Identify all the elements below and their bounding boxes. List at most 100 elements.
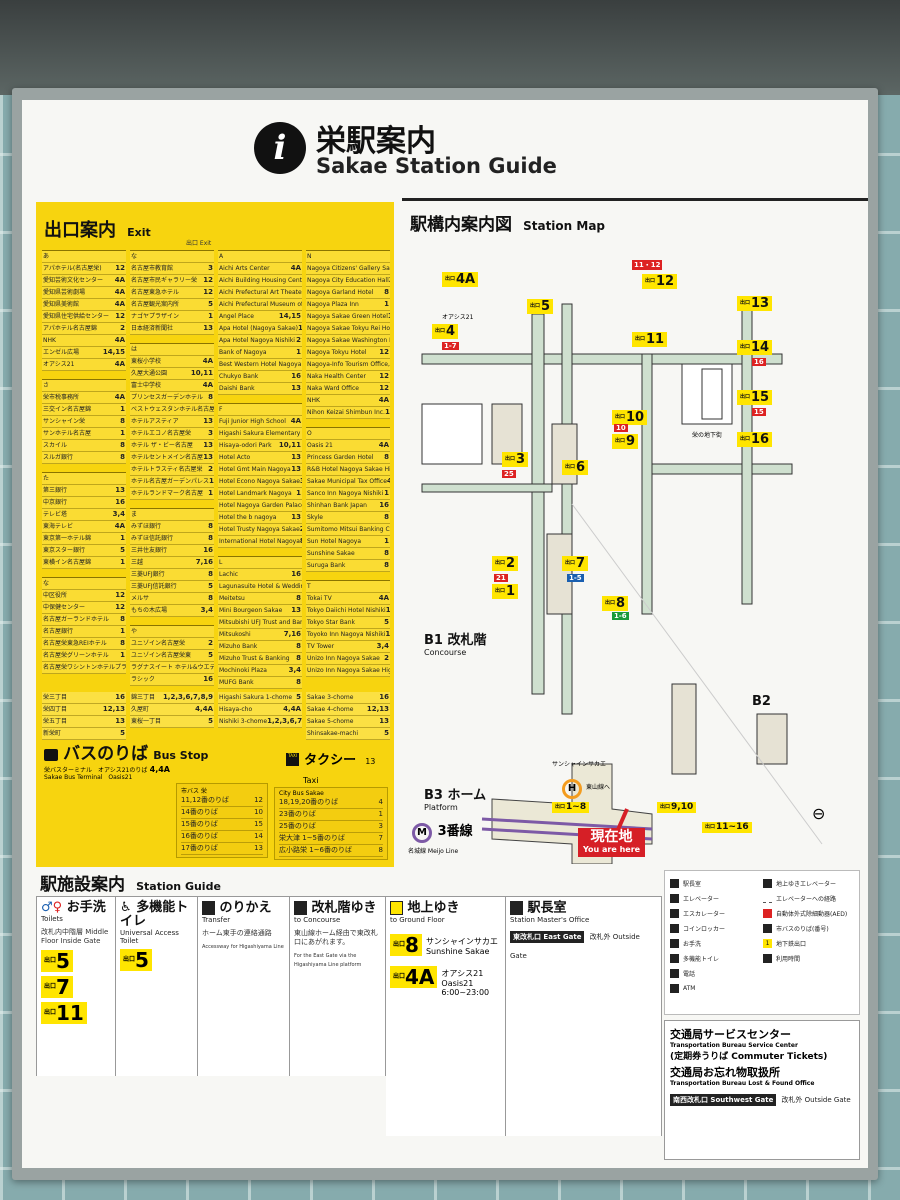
corridor [561,303,573,715]
item-name: スカイル [43,442,68,449]
item-exit: 3,4 [112,510,125,518]
bus-stop-number: 25 [502,470,516,478]
item-exit: 12 [254,796,263,804]
item-name: Naka Health Center [307,373,366,380]
item-name: 名古屋市民ギャラリー栄 [131,277,198,284]
item-exit: 12 [115,591,125,599]
corridor [421,483,553,493]
item-name: 東横イン名古屋錦 [43,559,92,566]
item-name: Higashi Sakura 1-chome [219,694,293,701]
exit-badge: 出口11 [41,1002,87,1024]
item-exit: 2 [208,639,213,647]
item-exit: 2 [300,524,302,535]
item-exit: 4A [114,360,125,368]
level-b3-en: Platform [424,803,458,812]
list-item: Nagoya Sakae Washington Hotel Plaza8 [306,335,390,347]
level-b1-jp: B1 改札階 [424,633,487,648]
item-exit: 3 [208,264,213,272]
item-exit: 8 [378,846,383,854]
item-exit: 3,4 [288,666,301,674]
item-name: Unizo Inn Nagoya Sakae Higashi [307,667,390,674]
list-item: R&B Hotel Nagoya Sakae Higashi12 [306,464,390,476]
group-letter: あ [42,251,126,263]
exit-number: 15 [751,390,770,405]
item-name: Hotel Nagoya Garden Palace [219,502,302,509]
taxi-title-jp: タクシー [304,753,357,768]
exit-label: 出口10 [612,410,648,425]
outside-gate: 改札外 Outside Gate [781,1096,851,1104]
outside-gate: 改札外 Outside Gate [510,932,640,960]
item-name: 栄四丁目 [43,706,68,713]
item-name: Hisaya-cho [219,706,253,713]
group-letter: A [218,251,302,263]
item-name: ラグナスイート ホテル&ウエディング [131,664,214,671]
item-exit: 13 [384,408,390,416]
item-name: ラシック [131,676,155,683]
item-exit: 8 [208,594,213,602]
exit-prefix: 出口 [435,328,446,334]
exit-number: 8 [405,932,419,957]
exit-label: 出口16 [737,432,773,447]
terminal-stop-en: Oasis21 [108,774,133,781]
item-name: みずほ銀行 [131,523,162,530]
item-name: 15番のりば [181,820,218,828]
item-exit: 8 [384,549,389,557]
item-exit: 13 [291,513,301,521]
item-exit: 4A [114,300,125,308]
platform-exit-label: 出口9,10 [657,802,697,813]
item-exit: 8 [120,453,125,461]
item-name: 名古屋市教育館 [131,265,174,272]
item-name: 23番のりば [279,810,316,818]
universal-exits: 出口5 [120,945,193,971]
item-exit: 4A [387,476,390,487]
legend-icon [763,909,772,918]
item-name: MUFG Bank [219,679,254,686]
exit-prefix: 出口 [740,436,751,442]
legend-item: エスカレーター [670,906,762,921]
exit-number: 5 [541,299,551,314]
bus-stop-number: 1-7 [442,342,459,350]
item-name: プリンセスガーデンホテル [131,394,204,401]
terminal-name-en: Sakae Bus Terminal [44,774,103,781]
building-block [421,403,483,465]
item-name: Hotel Econo Nagoya Sakae [219,478,300,485]
building-block [701,368,723,420]
item-exit: 13 [291,606,301,614]
taxi-title-en: Taxi [303,776,319,785]
legend-icon [670,939,679,948]
ground-en: to Ground Floor [390,915,445,924]
legend-item: お手洗 [670,936,762,951]
item-exit: 16 [115,498,125,506]
exit-label: 出口3 [502,452,529,467]
item-exit: 8 [384,513,389,521]
item-exit: 8 [208,522,213,530]
item-exit: 13 [379,717,389,725]
legend-item: 利用時間 [763,951,855,966]
exit-number: 11~16 [716,822,749,832]
item-name: Hotel Gmt Main Nagoya [219,466,291,473]
toilets-cell: ♂♀ お手洗 Toilets 改札内中階層 Middle Floor Insid… [36,896,116,1076]
item-exit: 12 [115,312,125,320]
item-exit: 8 [296,594,301,602]
item-name: ホテルセントメイン名古屋 [131,454,204,461]
guide-title-en: Station Guide [136,880,221,893]
item-name: 東京スター銀行 [43,547,86,554]
item-name: 25番のりば [279,822,316,830]
elevator-icon [202,901,215,915]
